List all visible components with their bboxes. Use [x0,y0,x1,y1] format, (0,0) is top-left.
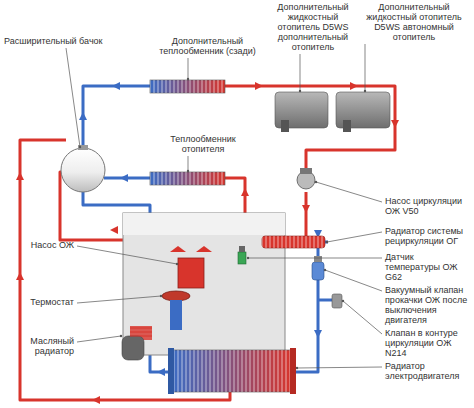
leader-dot [120,335,122,337]
leader-dot [187,78,189,80]
leader-line [297,367,382,368]
part-label: Термостат [4,297,74,307]
part-label: Вакуумный клапан прокачки ОЖ после выклю… [385,285,469,325]
leader-dot [79,146,81,148]
leader-line [343,301,382,334]
part-label: Насос ОЖ [4,240,74,250]
leader-line [316,182,382,202]
leader-dot [160,295,162,297]
leader-dot [176,263,178,265]
leader-line [77,296,161,303]
part-label: Дополнительный теплообменник (сзади) [150,36,265,56]
part-label: Дополнительный жидкостный отопитель D5WS… [362,2,466,42]
leader-dot [364,90,366,92]
part-label: Насос циркуляции ОЖ V50 [385,196,469,216]
leader-dot [342,300,344,302]
part-label: Теплообменник отопителя [148,134,258,154]
leader-dot [315,181,317,183]
part-label: Клапан в контуре циркуляции ОЖ N214 [385,328,469,358]
leader-line [248,258,382,259]
leader-line [188,156,189,171]
leader-line [77,336,121,342]
leader-line [327,232,382,242]
leader-dot [324,269,326,271]
part-label: Масляный радиатор [4,336,74,356]
part-label: Радиатор электродвигателя [385,361,469,381]
part-label: Радиатор системы рециркуляции ОГ [385,226,469,246]
leader-dot [326,241,328,243]
leader-line [188,58,189,79]
leader-dot [187,170,189,172]
leader-line [77,246,177,264]
part-label: Датчик температуры ОЖ G62 [385,252,469,282]
leader-dot [296,367,298,369]
leader-dot [247,257,249,259]
leader-line [365,44,366,91]
part-label: Расширительный бачок [4,36,114,46]
leader-dot [299,90,301,92]
leader-line [325,270,382,291]
part-label: Дополнительный жидкостный отопитель D5WS… [268,2,358,52]
leader-line [66,48,80,147]
leader-line [300,54,301,91]
